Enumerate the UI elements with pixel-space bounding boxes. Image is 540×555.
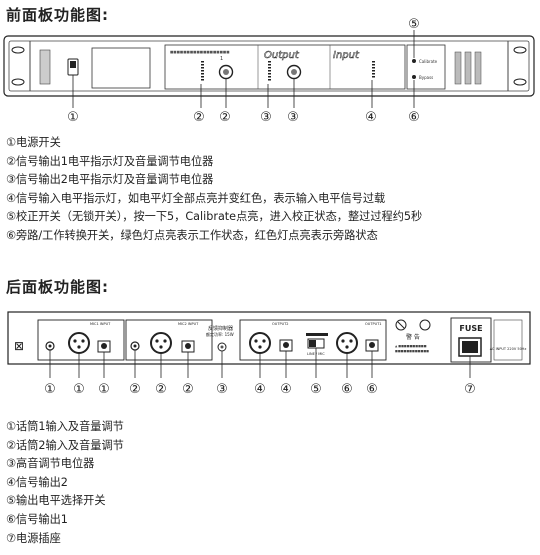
- front-callout-2b: ②: [219, 110, 231, 125]
- output-logo: Output: [264, 50, 300, 61]
- main-control-section: [164, 44, 406, 90]
- svg-text:■■■■■■■■■■■■: ■■■■■■■■■■■■: [395, 349, 429, 353]
- front-callout-1: ①: [67, 110, 79, 125]
- mic2-section: [125, 319, 213, 361]
- rear-callout-1c: ①: [98, 382, 110, 397]
- calibrate-switch[interactable]: [412, 59, 416, 63]
- mic1-label: MIC1 INPUT: [90, 322, 111, 326]
- rack-hole-icon: [11, 78, 25, 86]
- bypass-label: Bypass: [419, 75, 433, 80]
- front-legend: ①电源开关 ②信号输出1电平指示灯及音量调节电位器 ③信号输出2电平指示灯及音量…: [6, 134, 422, 246]
- ch2-level-leds: [268, 61, 271, 81]
- rear-legend-item: ③高音调节电位器: [6, 457, 95, 471]
- rear-legend-item: ④信号输出2: [6, 475, 68, 489]
- calibrate-label: Calibrate: [419, 59, 438, 64]
- rear-callout-2b: ②: [155, 382, 167, 397]
- rear-callout-7: ⑦: [464, 382, 476, 397]
- rear-callout-6a: ⑥: [341, 382, 353, 397]
- front-callout-4: ④: [365, 110, 377, 125]
- front-legend-item: ②信号输出1电平指示灯及音量调节电位器: [6, 154, 214, 168]
- front-legend-item: ⑥旁路/工作转换开关，绿色灯点亮表示工作状态，红色灯点亮表示旁路状态: [6, 228, 378, 242]
- rear-callout-1b: ①: [73, 382, 85, 397]
- front-rack-outline: [3, 35, 535, 97]
- svg-text:■■■■■■■■■■■■■■■■■■: ■■■■■■■■■■■■■■■■■■: [170, 50, 230, 54]
- rear-callout-2c: ②: [182, 382, 194, 397]
- svg-text:▲ ■■■■■■■■■■: ▲ ■■■■■■■■■■: [395, 344, 427, 348]
- ac-label: AC INPUT 220V 50Hz: [490, 347, 527, 351]
- mic2-label: MIC2 INPUT: [178, 322, 199, 326]
- output1-xlr[interactable]: [336, 332, 358, 354]
- rack-hole-icon: [513, 78, 527, 86]
- front-legend-item: ④信号输入电平指示灯，如电平灯全部点亮并变红色，表示输入电平信号过载: [6, 191, 386, 205]
- ch1-mark: 1: [220, 56, 223, 62]
- front-leader-lines: [72, 30, 415, 108]
- warning-label: 警 告: [406, 333, 420, 341]
- rear-callout-4a: ④: [254, 382, 266, 397]
- ground-icon: [419, 319, 431, 331]
- rear-callout-3: ③: [216, 382, 228, 397]
- power-rating: 额定功率: 15W: [206, 331, 234, 337]
- rear-callout-2a: ②: [129, 382, 141, 397]
- front-callout-3b: ③: [287, 110, 299, 125]
- front-panel-title: 前面板功能图:: [6, 6, 109, 24]
- output2-label: OUTPUT2: [272, 322, 289, 326]
- front-legend-item: ①电源开关: [6, 136, 61, 149]
- output2-xlr[interactable]: [249, 332, 271, 354]
- front-callout-3a: ③: [260, 110, 272, 125]
- mic1-xlr-input[interactable]: [68, 332, 90, 354]
- fuse-label: FUSE: [459, 324, 482, 333]
- ch1-level-leds: [201, 61, 204, 81]
- rack-hole-icon: [513, 46, 527, 54]
- input-level-leds: [372, 61, 375, 78]
- rear-legend-item: ⑥信号输出1: [6, 512, 68, 526]
- vent-stripe: [39, 49, 51, 85]
- front-callout-2a: ②: [193, 110, 205, 125]
- rear-callout-6b: ⑥: [366, 382, 378, 397]
- output-section: [239, 319, 387, 361]
- rack-hole-icon: [11, 46, 25, 54]
- rear-callout-1a: ①: [44, 382, 56, 397]
- treble-label: 反馈抑制器: [208, 325, 233, 332]
- front-panel: ■■■■■■■■■■■■■■■■■■ 1 Output Input: [3, 35, 535, 97]
- rear-legend-item: ①话筒1输入及音量调节: [6, 420, 124, 433]
- front-legend-item: ③信号输出2电平指示灯及音量调节电位器: [6, 173, 214, 187]
- front-callout-5: ⑤: [408, 17, 420, 32]
- mic1-section: [37, 319, 125, 361]
- rear-legend-item: ⑦电源插座: [6, 531, 61, 545]
- blank-plate: [91, 47, 151, 89]
- rear-legend: ①话筒1输入及音量调节 ②话筒2输入及音量调节 ③高音调节电位器 ④信号输出2 …: [6, 418, 124, 548]
- front-legend-item: ⑤校正开关（无锁开关），按一下5，Calibrate点亮，进入校正状态，整过过程…: [6, 210, 423, 224]
- rear-panel-title: 后面板功能图:: [6, 278, 109, 296]
- rear-callout-4b: ④: [280, 382, 292, 397]
- bypass-switch[interactable]: [412, 75, 416, 79]
- rear-leader-lines: [49, 348, 471, 378]
- weee-icon: ⊠: [14, 339, 24, 353]
- power-socket-section: [450, 317, 492, 363]
- rear-chassis-outline: [7, 311, 531, 365]
- input-logo: Input: [333, 50, 360, 61]
- output1-label: OUTPUT1: [365, 322, 382, 326]
- rear-legend-item: ⑤输出电平选择开关: [6, 494, 106, 508]
- rear-callout-5: ⑤: [310, 382, 322, 397]
- rear-legend-item: ②话筒2输入及音量调节: [6, 438, 124, 452]
- front-callout-6: ⑥: [408, 110, 420, 125]
- mic2-xlr-input[interactable]: [150, 332, 172, 354]
- rear-panel: ⊠ MIC1 INPUT MIC2 INPUT 反馈抑制器 额定功率: 15W …: [7, 311, 531, 365]
